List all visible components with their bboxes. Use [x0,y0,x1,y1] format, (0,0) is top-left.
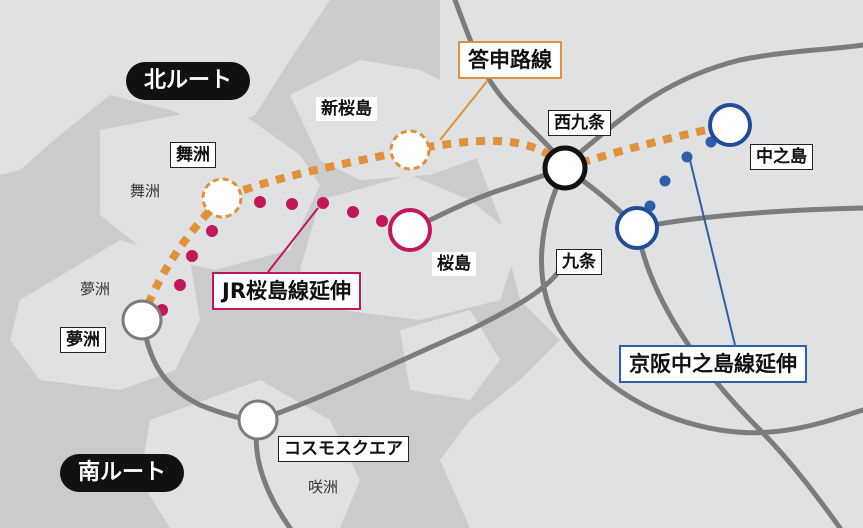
keihan-dot [681,151,693,163]
station-label-maishima: 舞洲 [170,142,216,168]
station-label-yumeshima: 夢洲 [60,327,106,353]
rail-north-loop [452,0,568,168]
station-yumeshima-marker[interactable] [121,299,163,341]
keihan-dot [659,175,671,187]
jr-dot [286,198,298,210]
rail-cosmo-east [255,267,563,423]
station-label-shin-sakurajima: 新桜島 [316,97,377,121]
jr-dot [376,215,388,227]
kotojiro-route-line [138,136,568,322]
rail-west-loop [539,165,863,436]
station-label-sakurajima: 桜島 [432,252,476,276]
land-yumeshima [10,240,200,390]
jr-dot [206,225,218,237]
south-route-pill: 南ルート [60,454,185,492]
station-maishima-marker[interactable] [201,177,243,219]
land-sakishima [140,380,360,528]
station-shin-sakurajima-marker[interactable] [389,129,431,171]
jr-dot [186,250,198,262]
keihan-extension-callout: 京阪中之島線延伸 [619,345,807,383]
kotojiro-callout: 答申路線 [458,41,562,79]
rail-south-loop [634,225,843,528]
jr-dot [174,279,186,291]
land-right-mainland [440,0,863,528]
land-small-block [400,310,500,400]
rail-kujo-east [634,205,863,231]
north-route-pill: 北ルート [126,62,251,100]
station-label-kujo: 九条 [556,249,602,275]
station-kujo-marker[interactable] [615,206,659,250]
jr-dot [347,206,359,218]
jr-extension-dots [156,196,388,316]
station-label-nakanoshima: 中之島 [750,144,813,170]
station-label-nishikujo: 西九条 [548,110,611,136]
station-nishikujo-marker[interactable] [542,145,588,191]
station-cosmo-square-marker[interactable] [237,399,279,441]
jr-dot [254,196,266,208]
jr-leader [267,207,319,273]
station-sakurajima-marker[interactable] [388,208,432,252]
area-label-yumeshima: 夢洲 [80,280,111,298]
jr-dot [317,197,329,209]
area-label-maishima: 舞洲 [130,182,161,200]
jr-extension-callout: JR桜島線延伸 [212,272,361,310]
keihan-leader [689,159,736,346]
station-label-cosmo-square: コスモスクエア [278,436,409,462]
area-label-sakishima: 咲洲 [308,478,339,496]
station-nakanoshima-marker[interactable] [708,103,752,147]
kotojiro-leader [439,79,489,141]
